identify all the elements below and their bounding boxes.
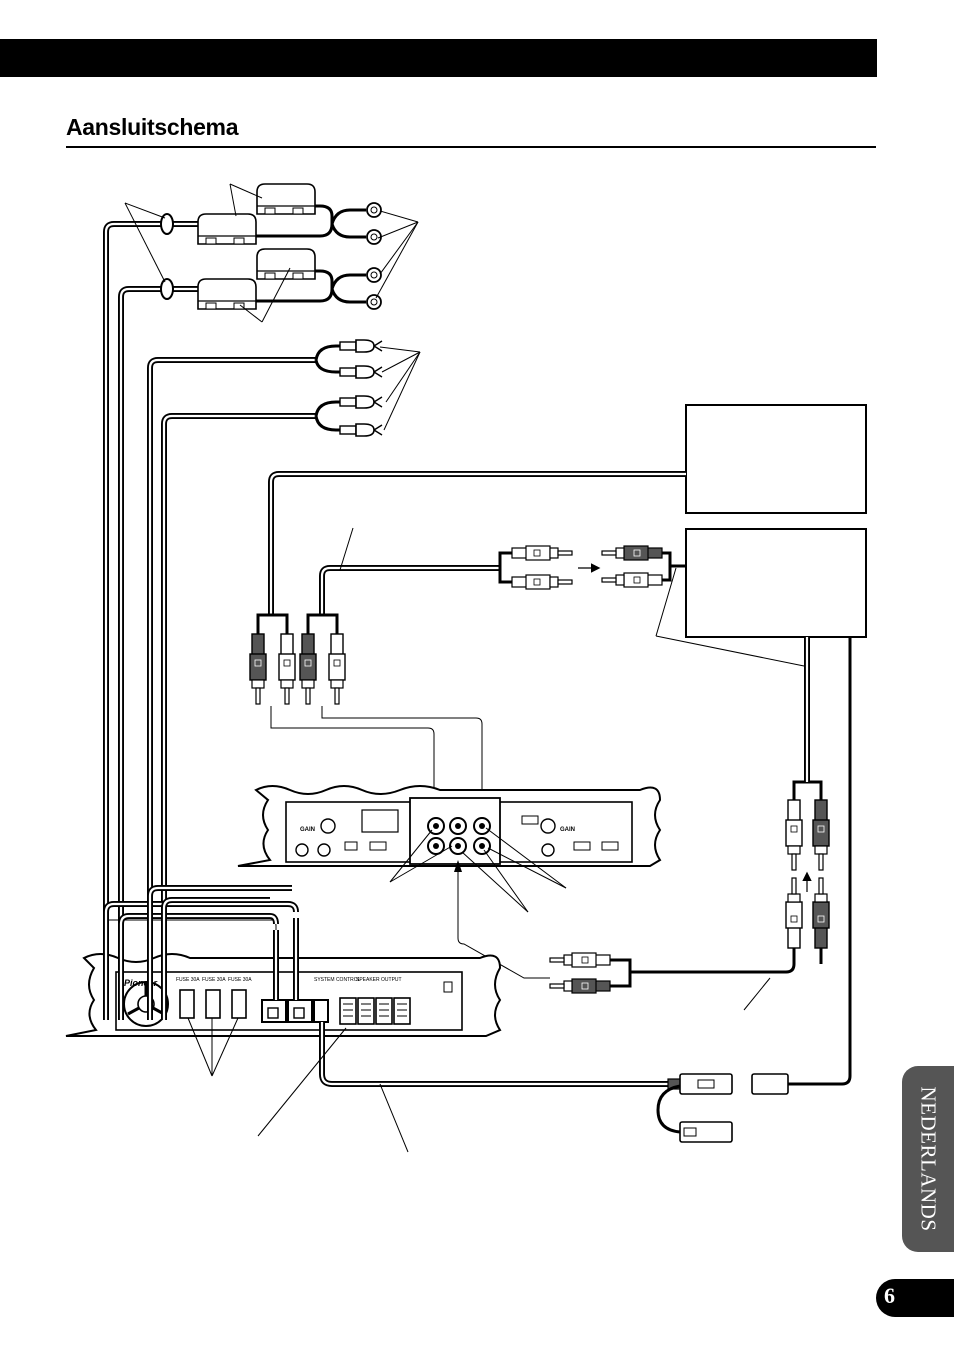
fuse-label-2: FUSE 30A <box>202 977 226 983</box>
header-bar <box>0 39 877 77</box>
language-tab-label: NEDERLANDS <box>916 1086 941 1232</box>
page-number: 6 <box>884 1283 895 1308</box>
head-unit-box-2 <box>685 528 867 638</box>
head-unit-box-1 <box>685 404 867 514</box>
sub-amplifier: GAIN GAIN <box>237 785 662 979</box>
sub-amp-gain-label-right: GAIN <box>560 827 575 833</box>
lower-cabling <box>257 567 852 1153</box>
title-rule <box>66 146 876 148</box>
language-tab <box>902 1066 954 1252</box>
fuse-label-1: FUSE 30A <box>176 977 200 983</box>
sub-amp-gain-label-left: GAIN <box>300 827 315 833</box>
page-number-tab <box>876 1279 954 1317</box>
page-title: Aansluitschema <box>66 114 239 140</box>
system-control-label: SYSTEM CONTROL <box>314 977 361 983</box>
main-amplifier: Pioneer FUSE 30A FUSE 30A FUSE 30A SYSTE… <box>65 885 502 1077</box>
spade-terminals <box>147 339 421 1020</box>
speaker-output-label: SPEAKER OUTPUT <box>356 977 402 983</box>
rca-cables <box>249 471 686 804</box>
fuse-label-3: FUSE 30A <box>228 977 252 983</box>
brand-logo: Pioneer <box>124 978 158 988</box>
fuse-holders <box>103 183 419 1020</box>
